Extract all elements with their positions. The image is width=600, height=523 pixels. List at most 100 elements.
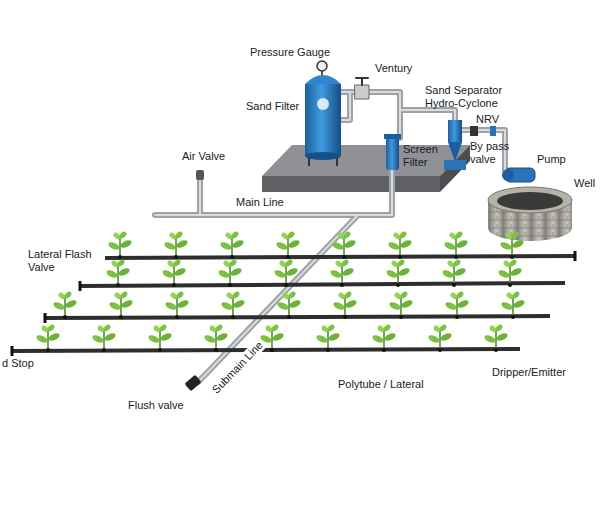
plant-leaf bbox=[327, 332, 340, 343]
dripper bbox=[174, 255, 178, 259]
callout-label: Well bbox=[574, 177, 595, 190]
callout-label: Dripper/Emitter bbox=[492, 366, 566, 379]
dripper bbox=[46, 348, 50, 352]
dripper bbox=[287, 315, 291, 319]
plant-leaf bbox=[118, 231, 127, 240]
plant-leaf bbox=[444, 301, 457, 312]
plant bbox=[217, 259, 242, 287]
plant-leaf bbox=[103, 332, 116, 343]
dripper bbox=[102, 348, 106, 352]
plant-leaf bbox=[497, 269, 510, 280]
plant-leaf bbox=[147, 334, 160, 345]
plant-leaf bbox=[102, 324, 111, 333]
plant bbox=[203, 324, 228, 352]
plant-leaf bbox=[455, 239, 468, 250]
plant-leaf bbox=[158, 324, 167, 333]
plant-leaf bbox=[107, 241, 120, 252]
cyclone-tank bbox=[444, 160, 466, 170]
dripper bbox=[228, 283, 232, 287]
plant-leaf bbox=[387, 241, 400, 252]
dripper bbox=[116, 283, 120, 287]
filter-dome bbox=[305, 75, 341, 84]
plant bbox=[315, 324, 340, 352]
callout-label: Pump bbox=[537, 153, 566, 166]
plant-leaf bbox=[287, 239, 300, 250]
plant-leaf bbox=[341, 267, 354, 278]
plant-leaf bbox=[456, 299, 469, 310]
plant-leaf bbox=[46, 324, 55, 333]
dripper bbox=[158, 348, 162, 352]
plant-leaf bbox=[163, 241, 176, 252]
callout-label: Ventury bbox=[375, 62, 412, 75]
plant-leaf bbox=[398, 231, 407, 240]
plant-leaf bbox=[117, 267, 130, 278]
dripper bbox=[175, 315, 179, 319]
plant bbox=[273, 259, 298, 287]
plant-leaf bbox=[500, 301, 513, 312]
lateral-pipe bbox=[80, 283, 565, 286]
plant-leaf bbox=[120, 299, 133, 310]
ventury-valve bbox=[356, 78, 368, 85]
flush-valve-body bbox=[184, 375, 201, 392]
dripper bbox=[438, 348, 442, 352]
plant-leaf bbox=[284, 259, 293, 268]
dripper bbox=[119, 315, 123, 319]
plant-leaf bbox=[64, 299, 77, 310]
plant-leaf bbox=[173, 267, 186, 278]
callout-label: Pressure Gauge bbox=[250, 46, 330, 59]
plant-leaf bbox=[511, 291, 520, 300]
dripper bbox=[382, 348, 386, 352]
dripper bbox=[508, 283, 512, 287]
plant-leaf bbox=[52, 301, 65, 312]
plant-leaf bbox=[231, 291, 240, 300]
plant-leaf bbox=[344, 299, 357, 310]
ventury-body bbox=[355, 85, 369, 99]
pump-volute bbox=[502, 169, 514, 181]
nrv-valve bbox=[470, 126, 478, 136]
plant-leaf bbox=[172, 259, 181, 268]
plant bbox=[161, 259, 186, 287]
plant-leaf bbox=[382, 324, 391, 333]
platform-front bbox=[262, 176, 440, 192]
plant-leaf bbox=[400, 299, 413, 310]
plant bbox=[220, 291, 245, 319]
plant-leaf bbox=[116, 259, 125, 268]
dripper bbox=[118, 255, 122, 259]
callout-label: Lateral Flash Valve bbox=[28, 248, 92, 274]
plant-leaf bbox=[229, 267, 242, 278]
plant-leaf bbox=[454, 231, 463, 240]
air-valve-body bbox=[196, 170, 204, 180]
dripper bbox=[455, 315, 459, 319]
platform-top bbox=[262, 145, 470, 176]
plant bbox=[388, 291, 413, 319]
dripper bbox=[494, 348, 498, 352]
dripper bbox=[214, 348, 218, 352]
callout-label: By pass valve bbox=[470, 140, 514, 166]
plant-leaf bbox=[315, 334, 328, 345]
cyclone-body bbox=[448, 120, 462, 142]
plant-leaf bbox=[443, 241, 456, 252]
plants bbox=[35, 231, 525, 352]
callout-label: Polytube / Lateral bbox=[338, 378, 424, 391]
dripper bbox=[342, 255, 346, 259]
plant-leaf bbox=[159, 332, 172, 343]
plant-leaf bbox=[332, 301, 345, 312]
plant-leaf bbox=[273, 269, 286, 280]
plant-leaf bbox=[176, 299, 189, 310]
hydro-cyclone bbox=[444, 120, 466, 170]
plant-leaf bbox=[385, 269, 398, 280]
well bbox=[488, 187, 572, 241]
plant-leaf bbox=[494, 324, 503, 333]
plant bbox=[52, 291, 77, 319]
plant-leaf bbox=[499, 241, 512, 252]
plant-leaf bbox=[230, 231, 239, 240]
plant bbox=[443, 231, 468, 259]
plant-leaf bbox=[203, 334, 216, 345]
dripper bbox=[172, 283, 176, 287]
plant-leaf bbox=[228, 259, 237, 268]
plant-leaf bbox=[286, 231, 295, 240]
plant-leaf bbox=[342, 231, 351, 240]
pipework bbox=[155, 70, 505, 382]
plant-leaf bbox=[326, 324, 335, 333]
